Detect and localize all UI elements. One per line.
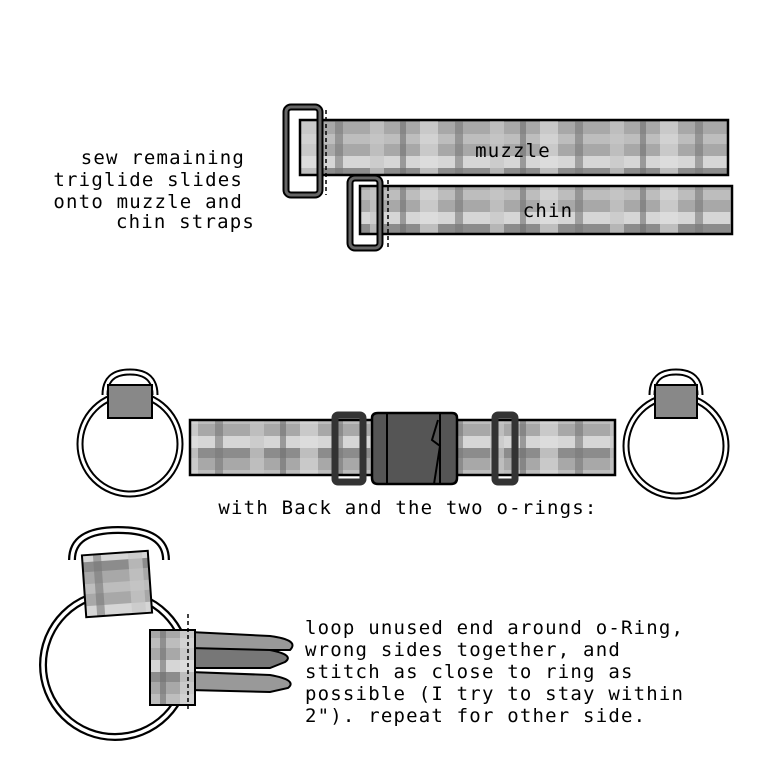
left-o-ring-assembly [76,368,184,498]
right-o-ring-assembly [622,368,730,500]
triglide-slide [491,411,519,486]
muzzle-strap: muzzle [298,118,730,177]
instruction-line: wrong sides together, and [305,639,621,661]
chin-label: chin [523,200,574,222]
instruction-line: triglide slides [53,169,243,191]
instruction-line: chin straps [116,211,255,233]
instruction-line: loop unused end around o-Ring, [305,617,684,639]
triglide-slide [331,411,367,486]
step-top-instruction: sew remaining triglide slides onto muzzl… [53,147,255,233]
triglide-slide-inner [348,176,382,250]
muzzle-label: muzzle [475,140,551,162]
step-bottom-instruction: loop unused end around o-Ring, wrong sid… [305,617,684,727]
instruction-line: stitch as close to ring as [305,661,634,683]
instruction-line: 2"). repeat for other side. [305,705,646,727]
instruction-line: sew remaining [81,147,245,169]
chin-strap: chin [358,184,734,236]
instruction-line: onto muzzle and [53,191,243,213]
looped-strap-end [149,629,294,706]
side-release-buckle [370,411,459,486]
middle-caption: with Back and the two o-rings: [218,497,597,519]
triglide-slide-inner [284,105,322,197]
instruction-line: possible (I try to stay within [305,683,684,705]
